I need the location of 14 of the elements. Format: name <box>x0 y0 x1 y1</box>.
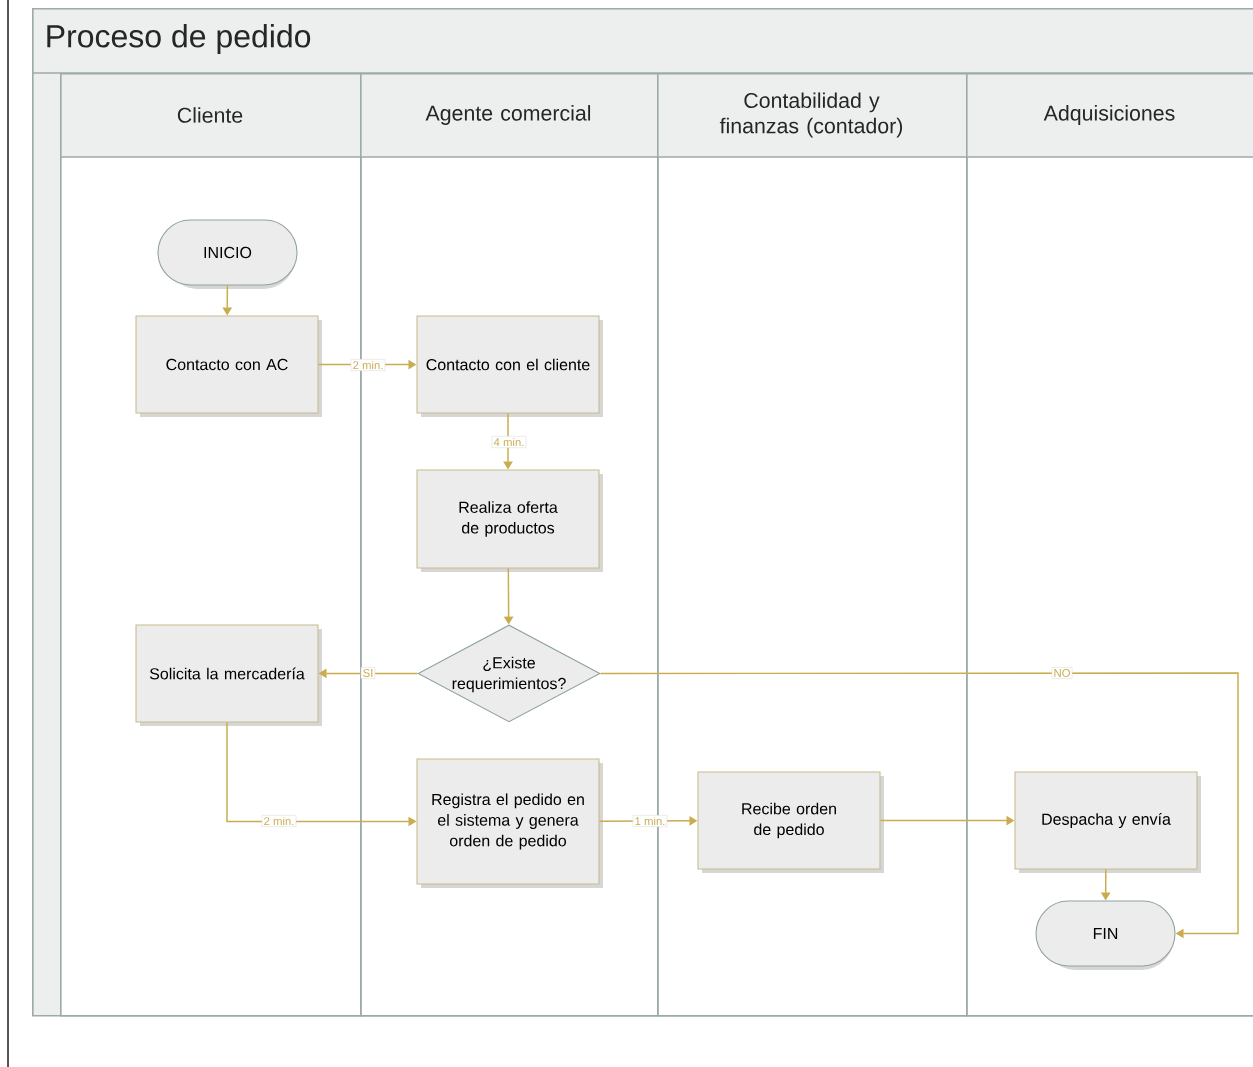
edge-label: 4 min. <box>491 436 527 448</box>
process-box: Contacto con AC <box>135 315 322 417</box>
edge-label: NO <box>1051 667 1073 679</box>
edge-label: 2 min. <box>261 815 297 827</box>
process-box: Contacto con el cliente <box>416 315 603 417</box>
arrow <box>599 672 1239 939</box>
edge-label: SI <box>360 667 376 679</box>
edge-label: 1 min. <box>632 815 668 827</box>
process-box: Despacha y envía <box>1014 771 1201 873</box>
process-box: Recibe orden de pedido <box>697 771 884 873</box>
process-box: Solicita la mercadería <box>135 624 322 726</box>
process-box: Realiza oferta de productos <box>416 469 603 572</box>
process-box: Registra el pedido en el sistema y genera orden de pedido <box>416 758 603 888</box>
edge-label: 2 min. <box>350 359 386 371</box>
